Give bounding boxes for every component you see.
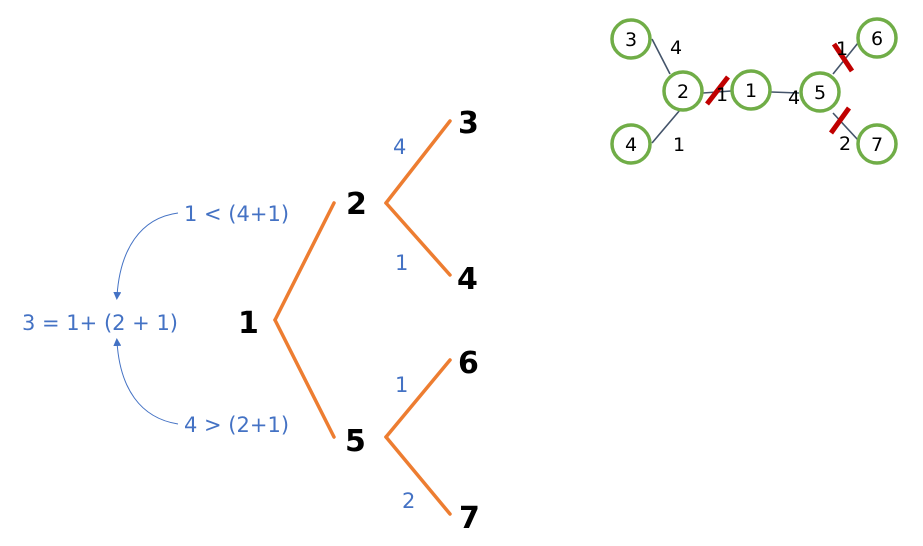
tree-node-2: 2 bbox=[346, 187, 367, 222]
tree-weight-2-3: 4 bbox=[393, 135, 406, 159]
tree-edge-5-7 bbox=[384, 435, 452, 516]
tree-node-7: 7 bbox=[459, 501, 480, 536]
tree-node-3: 3 bbox=[458, 106, 479, 141]
curved-arrow-top bbox=[113, 212, 179, 300]
graph-edge-3-2 bbox=[651, 38, 671, 75]
curved-arrow-bottom bbox=[113, 338, 179, 425]
tree-edge-1-5 bbox=[273, 318, 336, 439]
graph-nodes bbox=[610, 17, 898, 165]
graph-node-4: 4 bbox=[625, 134, 637, 156]
graph-node-3-circle bbox=[610, 18, 652, 60]
graph-weight-2-1: 1 bbox=[716, 84, 728, 106]
graph-weight-3-2: 4 bbox=[670, 37, 682, 59]
tree-weight-5-6: 1 bbox=[395, 373, 408, 397]
tree-node-6: 6 bbox=[458, 346, 479, 381]
graph-weight-4-2: 1 bbox=[673, 134, 685, 156]
graph-node-1: 1 bbox=[745, 80, 757, 102]
graph-node-5: 5 bbox=[814, 82, 826, 104]
graph-node-3: 3 bbox=[625, 29, 637, 51]
graph-weight-5-6: 1 bbox=[836, 38, 848, 60]
graph-node-6: 6 bbox=[871, 28, 883, 50]
annotation-main: 3 = 1+ (2 + 1) bbox=[22, 311, 178, 335]
cut-mark-5-6 bbox=[831, 42, 855, 73]
cut-mark-5-7 bbox=[828, 106, 852, 135]
graph-node-1-circle bbox=[730, 69, 772, 111]
annotation-top: 1 < (4+1) bbox=[184, 202, 289, 226]
cut-mark-2-1 bbox=[705, 75, 730, 106]
tree-edge-2-4 bbox=[384, 201, 452, 277]
tree-node-4: 4 bbox=[457, 262, 478, 297]
graph-node-5-circle bbox=[799, 71, 841, 113]
graph-weight-1-5: 4 bbox=[788, 87, 800, 109]
graph-node-7: 7 bbox=[871, 134, 883, 156]
graph-edge-1-5 bbox=[770, 91, 800, 94]
cut-marks bbox=[705, 42, 855, 135]
tree-edge-2-3 bbox=[384, 119, 452, 205]
graph-node-6-circle bbox=[856, 17, 898, 59]
annotation-bottom: 4 > (2+1) bbox=[184, 413, 289, 437]
tree-weight-2-4: 1 bbox=[395, 251, 408, 275]
tree-edge-5-6 bbox=[384, 358, 452, 439]
tree-node-5: 5 bbox=[345, 424, 366, 459]
tree-node-1: 1 bbox=[238, 306, 259, 341]
graph-edge-4-2 bbox=[651, 109, 681, 144]
graph-node-4-circle bbox=[610, 123, 652, 165]
tree-weight-5-7: 2 bbox=[402, 489, 415, 513]
tree-edge-1-2 bbox=[273, 201, 336, 322]
graph-node-2-circle bbox=[662, 70, 704, 112]
graph-node-7-circle bbox=[856, 123, 898, 165]
tree-edges bbox=[273, 119, 452, 516]
graph-edge-5-7 bbox=[832, 112, 859, 141]
graph-weight-5-7: 2 bbox=[839, 133, 851, 155]
graph-node-2: 2 bbox=[677, 81, 689, 103]
